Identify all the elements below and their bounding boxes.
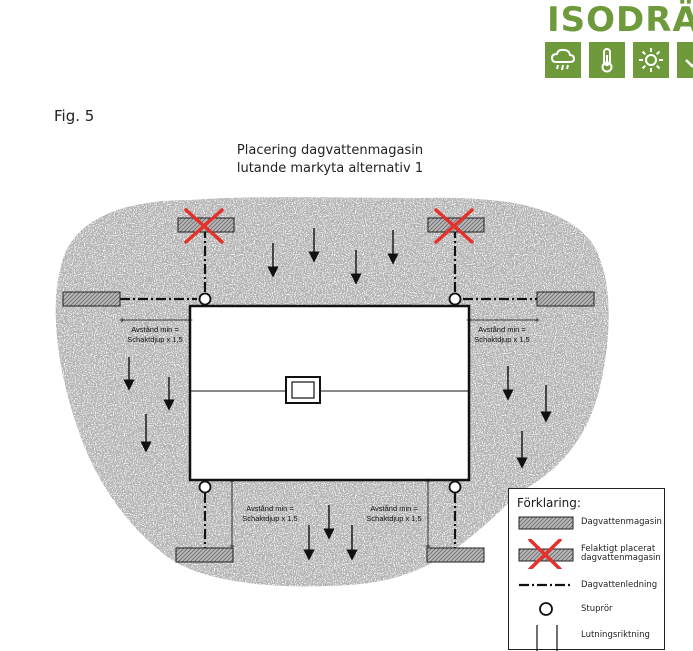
circle-icon — [539, 602, 553, 616]
distance-label-right-2: Schaktdjup x 1,5 — [474, 335, 529, 344]
distance-label-bottom-left-2: Schaktdjup x 1,5 — [242, 514, 297, 523]
distance-labels: Avstånd min = Schaktdjup x 1,5 Avstånd m… — [127, 325, 529, 523]
incorrect-placement-crosses — [184, 208, 474, 244]
legend-item-magazine: Dagvattenmagasin — [515, 511, 662, 541]
legend-item-incorrect-magazine: Felaktigt placerat dagvattenmagasin — [515, 539, 661, 569]
distance-label-right-1: Avstånd min = — [478, 325, 526, 334]
downpipe-bottom-left — [198, 480, 212, 494]
sun-icon — [633, 42, 669, 78]
downpipe-bottom-right — [448, 480, 462, 494]
legend-item-label: Stuprör — [581, 604, 613, 614]
diagram-title-line-1: Placering dagvattenmagasin — [236, 143, 424, 158]
arrow-down-icon — [536, 625, 558, 651]
legend: Förklaring: Dagvattenmagasin Felaktigt p… — [508, 488, 665, 651]
legend-item-pipe: Dagvattenledning — [515, 573, 661, 603]
legend-item-label: Felaktigt placerat dagvattenmagasin — [581, 544, 661, 563]
magazines — [62, 217, 595, 563]
legend-item-downpipe: Stuprör — [515, 597, 661, 627]
magazine-left — [62, 291, 121, 307]
magazine-bottom-left — [175, 547, 234, 563]
brand-name: ISODRÄ — [547, 0, 693, 40]
magazine-right — [536, 291, 595, 307]
distance-label-bottom-right-1: Avstånd min = — [370, 504, 418, 513]
downpipe-top-left — [198, 292, 212, 306]
legend-item-slope: Lutningsriktning — [515, 621, 661, 651]
check-icon — [677, 42, 693, 78]
legend-item-label: Lutningsriktning — [581, 630, 650, 640]
distance-label-left-2: Schaktdjup x 1,5 — [127, 335, 182, 344]
distance-dimensions — [119, 317, 540, 549]
brand-icon-row — [545, 42, 693, 80]
downpipes — [198, 292, 462, 494]
building — [188, 304, 471, 482]
distance-label-bottom-right-2: Schaktdjup x 1,5 — [366, 514, 421, 523]
stormwater-pipes — [120, 228, 537, 548]
cloud-rain-icon — [545, 42, 581, 78]
diagram-title-line-2: lutande markyta alternativ 1 — [236, 161, 424, 176]
figure-label: Fig. 5 — [54, 107, 95, 125]
dash-dot-line-icon — [519, 583, 573, 587]
downpipe-top-right — [448, 292, 462, 306]
distance-label-left-1: Avstånd min = — [131, 325, 179, 334]
brand-logo: ISODRÄ — [545, 0, 693, 80]
diagram-title: Placering dagvattenmagasin lutande marky… — [200, 142, 460, 178]
legend-item-label: Dagvattenmagasin — [581, 517, 662, 527]
magazine-bottom-right — [426, 547, 485, 563]
legend-item-label: Dagvattenledning — [581, 580, 658, 590]
legend-title: Förklaring: — [517, 496, 581, 510]
slope-arrows — [123, 228, 552, 561]
distance-label-bottom-left-1: Avstånd min = — [246, 504, 294, 513]
crossed-magazine-symbol-icon — [518, 539, 574, 569]
magazine-symbol-icon — [518, 516, 574, 530]
thermometer-icon — [589, 42, 625, 78]
